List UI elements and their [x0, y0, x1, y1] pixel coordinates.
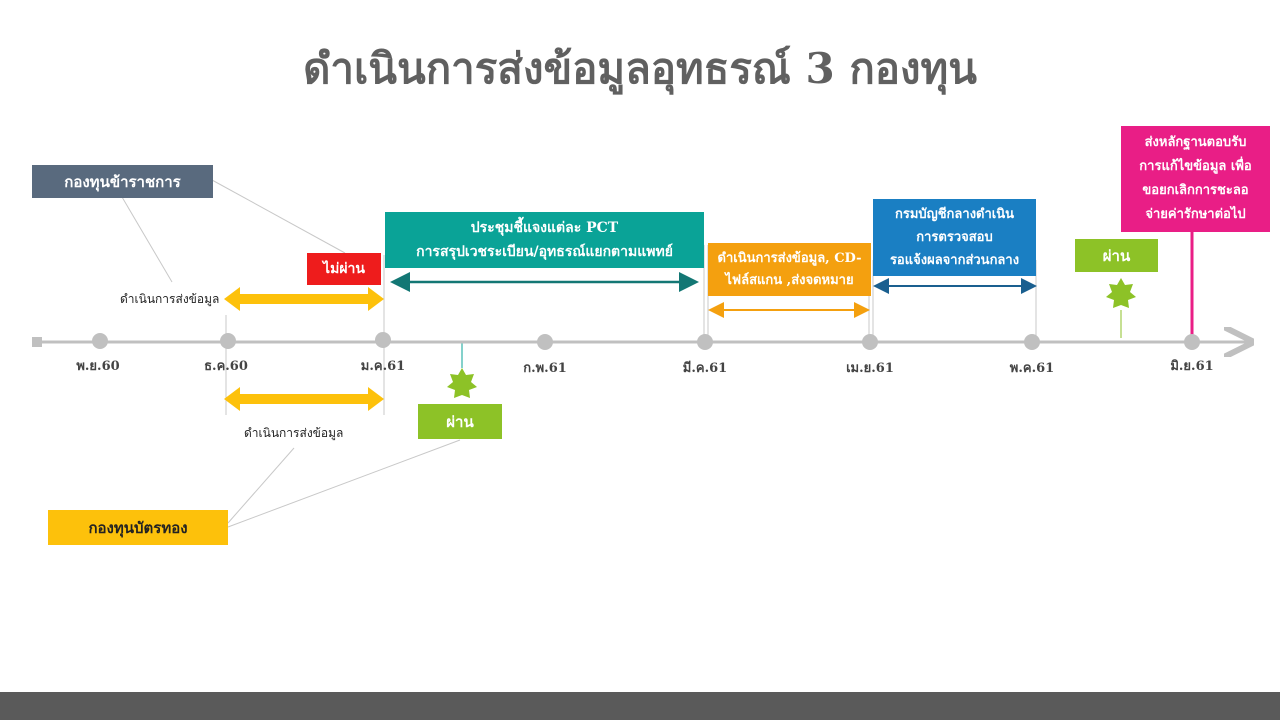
send-cd-box: ดำเนินการส่งข้อมูล, CD- ไฟล์สแกน ,ส่งจดห…	[708, 243, 871, 296]
tick-dot	[92, 333, 108, 349]
tick-label: เม.ย.61	[846, 361, 894, 376]
send-cd-line: ดำเนินการส่งข้อมูล, CD-	[717, 250, 862, 266]
civil-servant-fund-label: กองทุนข้าราชการ	[32, 165, 213, 198]
tick-label: พ.ค.61	[1009, 361, 1055, 376]
pct-meeting-box: ประชุมชี้แจงแต่ละ PCT การสรุปเวชระเบียน/…	[385, 212, 704, 268]
tick-dot	[1024, 334, 1040, 350]
pct-meeting-line: การสรุปเวชระเบียน/อุทธรณ์แยกตามแพทย์	[416, 244, 673, 260]
connector-line	[227, 439, 461, 528]
tick-dot	[375, 332, 391, 348]
send-data-arrow-top	[224, 287, 384, 311]
pass-star-icon	[1106, 278, 1136, 308]
comptroller-box: กรมบัญชีกลางดำเนิน การตรวจสอบ รอแจ้งผลจา…	[873, 199, 1036, 276]
comptroller-line: กรมบัญชีกลางดำเนิน	[894, 207, 1015, 222]
gold-card-fund-label: กองทุนบัตรทอง	[48, 510, 228, 545]
evidence-line: ขอยกเลิกการชะลอ	[1142, 183, 1249, 198]
evidence-line: การแก้ไขข้อมูล เพื่อ	[1139, 159, 1252, 174]
fail-status-badge: ไม่ผ่าน	[307, 253, 381, 285]
tick-dot	[537, 334, 553, 350]
connector-line	[227, 447, 295, 524]
send-data-note-bottom: ดำเนินการส่งข้อมูล	[244, 426, 344, 440]
evidence-line: ส่งหลักฐานตอบรับ	[1144, 135, 1247, 150]
tick-label: ก.พ.61	[523, 361, 567, 376]
evidence-box: ส่งหลักฐานตอบรับ การแก้ไขข้อมูล เพื่อ ขอ…	[1121, 126, 1270, 232]
tick-dot	[697, 334, 713, 350]
pass-star-icon	[447, 368, 477, 398]
page-title: ดำเนินการส่งข้อมูลอุทธรณ์ 3 กองทุน	[303, 44, 977, 93]
pass-status-badge: ผ่าน	[1075, 239, 1158, 272]
pass-status-badge: ผ่าน	[418, 404, 502, 439]
axis-start-marker	[32, 337, 42, 347]
connector-line	[121, 196, 173, 283]
tick-label: ธ.ค.60	[204, 359, 248, 374]
comptroller-line: รอแจ้งผลจากส่วนกลาง	[889, 253, 1020, 268]
tick-label: มิ.ย.61	[1170, 359, 1214, 374]
tick-label: พ.ย.60	[76, 359, 120, 374]
tick-dot	[220, 333, 236, 349]
send-cd-line: ไฟล์สแกน ,ส่งจดหมาย	[725, 272, 854, 288]
comptroller-line: การตรวจสอบ	[916, 230, 993, 245]
connector-line	[211, 179, 346, 254]
tick-dot	[1184, 334, 1200, 350]
send-data-note-top: ดำเนินการส่งข้อมูล	[120, 292, 220, 306]
evidence-line: จ่ายค่ารักษาต่อไป	[1145, 207, 1246, 222]
tick-label: มี.ค.61	[682, 361, 728, 376]
send-data-arrow-bottom	[224, 387, 384, 411]
tick-label: ม.ค.61	[360, 359, 406, 374]
tick-dot	[862, 334, 878, 350]
pct-meeting-line: ประชุมชี้แจงแต่ละ PCT	[470, 220, 619, 236]
footer-bar	[0, 692, 1280, 720]
